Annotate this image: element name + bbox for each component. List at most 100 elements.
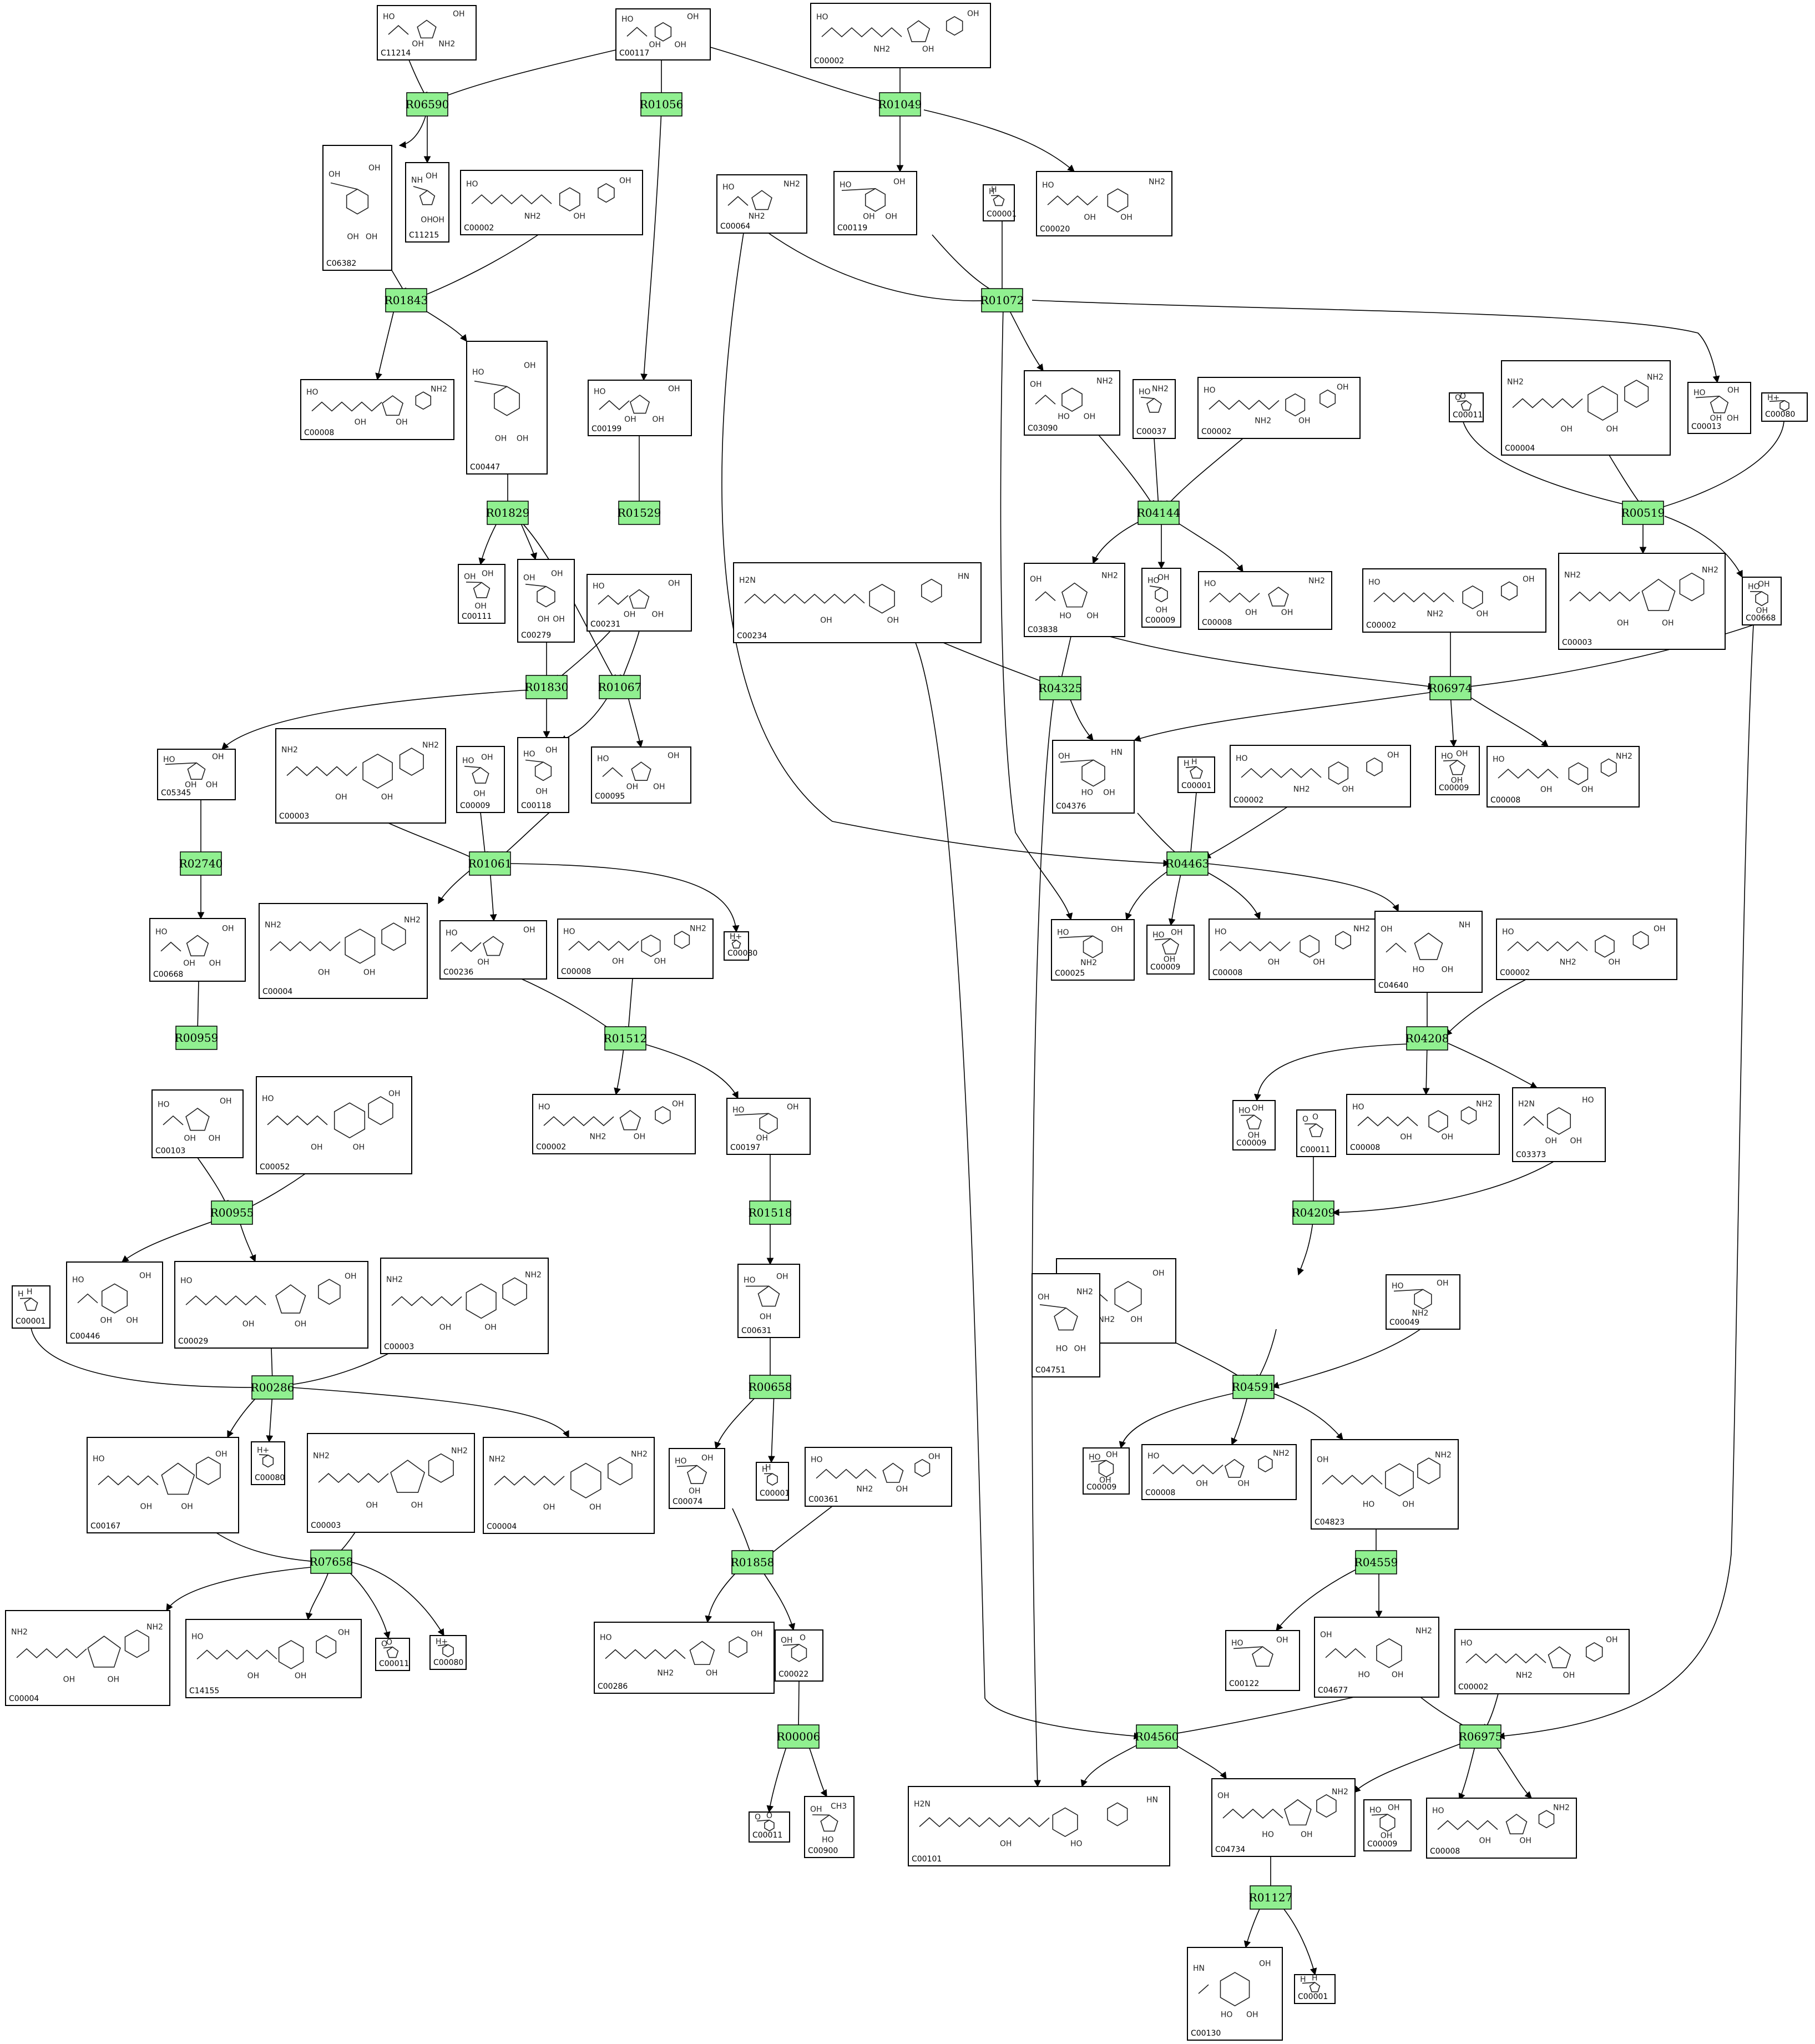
reaction-node[interactable]: R04560: [1135, 1724, 1179, 1749]
reaction-node[interactable]: R01518: [749, 1200, 792, 1225]
reaction-node[interactable]: R04463: [1166, 851, 1210, 876]
reaction-node[interactable]: R00959: [175, 1026, 219, 1050]
reaction-node[interactable]: R01830: [525, 675, 569, 699]
reaction-node[interactable]: R01858: [731, 1550, 775, 1574]
reaction-node[interactable]: R01056: [640, 92, 684, 117]
reaction-node[interactable]: R06590: [406, 92, 449, 117]
reaction-node[interactable]: R00519: [1621, 501, 1665, 525]
reaction-node[interactable]: R04325: [1039, 676, 1083, 700]
reaction-node[interactable]: R01529: [618, 501, 661, 525]
reaction-node[interactable]: R01049: [878, 92, 922, 117]
reaction-node[interactable]: R06974: [1429, 676, 1473, 700]
reaction-node[interactable]: R00955: [210, 1200, 254, 1225]
reaction-node[interactable]: R04559: [1354, 1550, 1398, 1574]
reaction-node[interactable]: R00006: [777, 1724, 821, 1749]
compound-node[interactable]: H+C00080: [429, 1635, 467, 1670]
compound-node[interactable]: H+C00080: [724, 931, 757, 961]
reaction-node[interactable]: R04208: [1406, 1026, 1449, 1051]
reaction-node[interactable]: R01072: [980, 288, 1024, 312]
reaction-node[interactable]: R01829: [486, 501, 530, 525]
reaction-node[interactable]: R04209: [1292, 1200, 1336, 1225]
compound-node[interactable]: H+C00080: [251, 1441, 285, 1485]
compound-node[interactable]: H+C00080: [1761, 392, 1808, 422]
reaction-node[interactable]: R01061: [468, 851, 512, 876]
reaction-node[interactable]: R01512: [604, 1026, 648, 1051]
reaction-node[interactable]: R07658: [310, 1550, 353, 1574]
reaction-node[interactable]: R01067: [598, 675, 642, 699]
